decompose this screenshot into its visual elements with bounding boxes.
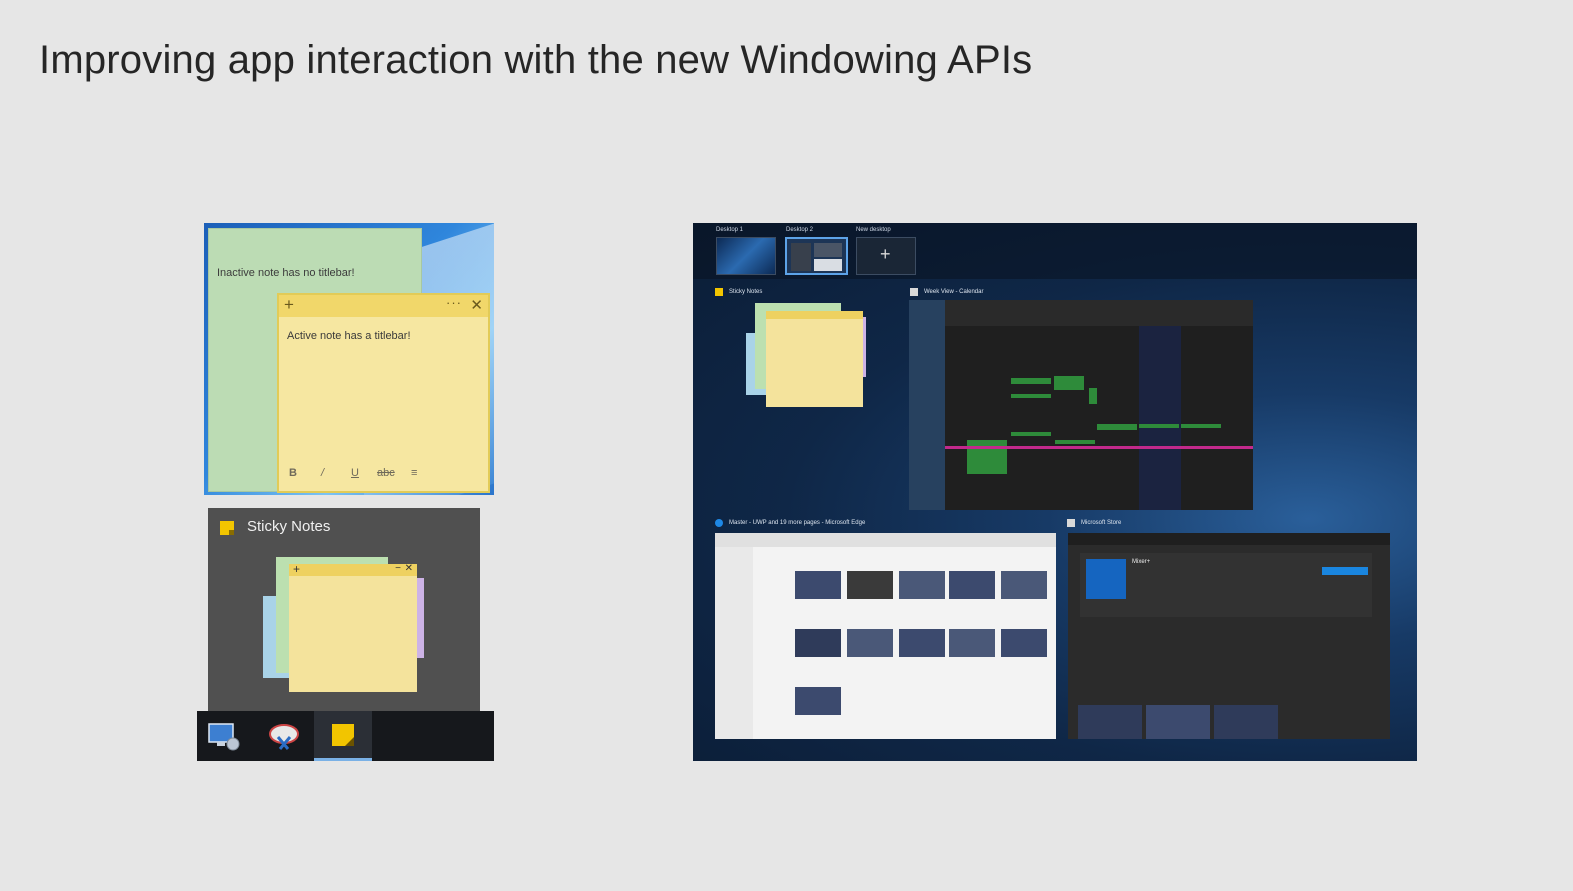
snipping-tool-icon — [269, 724, 299, 750]
store-app-name: Mixer+ — [1132, 559, 1151, 565]
edge-photo — [795, 571, 841, 599]
taskbar-thumbnail-preview[interactable]: Sticky Notes + ✕ − — [208, 508, 480, 713]
mini-new-note-icon: + — [293, 562, 301, 576]
thumb-note-yellow — [766, 311, 863, 407]
active-note-titlebar[interactable]: + ··· ✕ — [279, 295, 488, 317]
desktop-2-label: Desktop 2 — [786, 227, 814, 233]
preview-app-name: Sticky Notes — [247, 518, 331, 535]
calendar-window-icon — [910, 288, 918, 296]
mixer-app-icon — [1086, 559, 1126, 599]
desktop-2-window-mini — [814, 243, 842, 257]
edge-photo — [1001, 571, 1047, 599]
calendar-header — [945, 300, 1253, 326]
sticky-notes-window-icon — [715, 288, 723, 296]
computer-icon — [208, 723, 240, 751]
edge-photo — [949, 629, 995, 657]
thumb-note-titlebar — [766, 311, 863, 319]
edge-photo — [899, 629, 945, 657]
edge-photo — [899, 571, 945, 599]
active-note-text[interactable]: Active note has a titlebar! — [287, 330, 411, 342]
calendar-event — [1011, 378, 1051, 384]
mini-note-titlebar — [289, 564, 417, 576]
inactive-note-text: Inactive note has no titlebar! — [217, 267, 355, 279]
taskbar — [197, 711, 494, 761]
sticky-notes-window-thumbnail[interactable] — [746, 303, 866, 413]
store-window-thumbnail[interactable]: Mixer+ — [1068, 533, 1390, 739]
store-window-title: Microsoft Store — [1081, 520, 1122, 526]
edge-photo — [795, 687, 841, 715]
mini-note-yellow: + ✕ − — [289, 562, 417, 692]
edge-photo — [847, 629, 893, 657]
sticky-notes-icon — [220, 521, 234, 535]
new-desktop-label: New desktop — [856, 227, 891, 233]
desktop-1-label: Desktop 1 — [716, 227, 744, 233]
desktop-2-window-mini — [814, 259, 842, 271]
get-app-button[interactable] — [1322, 567, 1368, 575]
store-screenshot — [1078, 705, 1142, 739]
edge-window-icon — [715, 519, 723, 527]
edge-photo — [949, 571, 995, 599]
mini-close-icon: ✕ — [404, 563, 413, 574]
sticky-notes-icon — [332, 724, 354, 746]
calendar-event — [1089, 388, 1097, 404]
more-options-icon[interactable]: ··· — [446, 295, 462, 310]
taskbar-item-computer[interactable] — [197, 711, 255, 761]
mini-more-icon: − — [395, 563, 401, 574]
store-app-card — [1080, 553, 1372, 617]
taskbar-item-snipping-tool[interactable] — [255, 711, 313, 761]
edge-photo — [1001, 629, 1047, 657]
calendar-event — [1011, 394, 1051, 398]
underline-button[interactable]: U — [351, 467, 359, 479]
active-note[interactable]: + ··· ✕ Active note has a titlebar! B / … — [277, 293, 490, 493]
calendar-window-thumbnail[interactable] — [909, 300, 1253, 510]
edge-sidebar — [715, 547, 753, 739]
calendar-window-title: Week View - Calendar — [924, 289, 984, 295]
new-note-icon[interactable]: + — [284, 295, 294, 314]
desktop-2-thumbnail[interactable] — [785, 237, 848, 275]
calendar-sidebar — [909, 300, 945, 510]
sticky-notes-window-title: Sticky Notes — [729, 289, 763, 295]
edge-window-thumbnail[interactable] — [715, 533, 1056, 739]
desktop-2-window-mini — [791, 243, 811, 271]
calendar-event — [1139, 424, 1179, 428]
calendar-event — [967, 440, 1007, 474]
calendar-event — [1054, 376, 1084, 390]
edge-photo — [795, 629, 841, 657]
calendar-now-line — [945, 446, 1253, 449]
calendar-event — [1011, 432, 1051, 436]
calendar-event — [1181, 424, 1221, 428]
desktop-1-thumbnail[interactable] — [716, 237, 776, 275]
italic-button[interactable]: / — [321, 467, 325, 479]
sticky-notes-desktop-screenshot: Inactive note has no titlebar! + ··· ✕ A… — [204, 223, 494, 495]
calendar-column-today — [1139, 326, 1181, 510]
calendar-event — [1055, 440, 1095, 444]
taskbar-item-sticky-notes[interactable] — [314, 711, 372, 761]
edge-window-title: Master - UWP and 19 more pages - Microso… — [729, 520, 866, 526]
bold-button[interactable]: B — [289, 467, 297, 479]
close-icon[interactable]: ✕ — [470, 297, 483, 314]
strikethrough-button[interactable]: abc — [377, 467, 395, 479]
store-window-icon — [1067, 519, 1075, 527]
add-desktop-icon: + — [880, 244, 891, 264]
new-desktop-button[interactable]: + — [856, 237, 916, 275]
slide-title: Improving app interaction with the new W… — [39, 38, 1033, 82]
task-view-screenshot: Desktop 1 Desktop 2 New desktop + Sticky… — [693, 223, 1417, 761]
bullet-list-button[interactable]: ≡ — [411, 467, 418, 479]
format-toolbar: B / U abc ≡ — [279, 467, 488, 485]
calendar-event — [1097, 424, 1137, 430]
edge-toolbar — [715, 533, 1056, 547]
store-toolbar — [1068, 533, 1390, 545]
store-screenshot — [1146, 705, 1210, 739]
edge-photo — [847, 571, 893, 599]
store-screenshot — [1214, 705, 1278, 739]
